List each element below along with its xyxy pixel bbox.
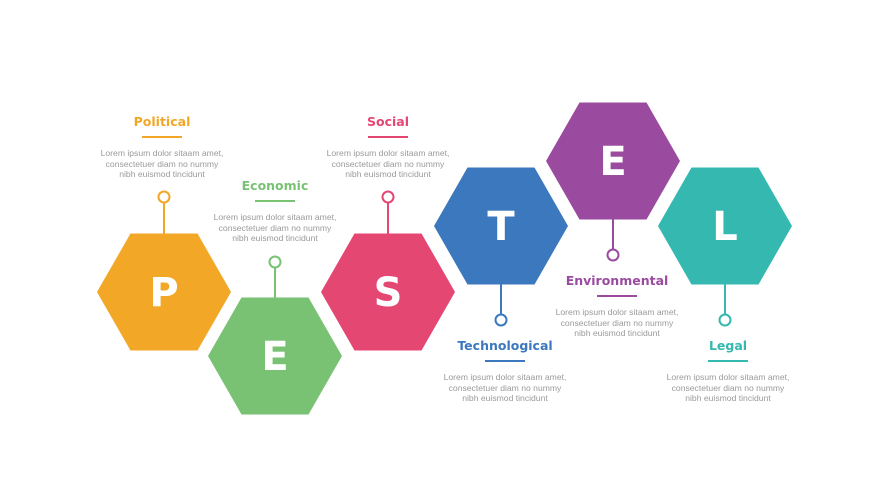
economic-description: Lorem ipsum dolor sitaam amet, consectet…	[195, 212, 355, 244]
description-line: Lorem ipsum dolor sitaam amet,	[666, 372, 790, 382]
description-line: consectetuer diam no nummy	[105, 158, 219, 169]
political-title: Political	[133, 114, 191, 129]
environmental-connector-dot	[606, 248, 620, 262]
legal-connector-dot	[718, 313, 732, 327]
technological-text-block: Technological Lorem ipsum dolor sitaam a…	[425, 338, 585, 404]
legal-underline	[708, 360, 748, 362]
technological-underline	[485, 360, 525, 362]
environmental-hexagon	[546, 102, 680, 220]
social-underline	[368, 136, 408, 138]
economic-title: Economic	[241, 178, 309, 193]
legal-title: Legal	[708, 338, 748, 353]
economic-underline	[255, 200, 295, 202]
social-text-block: Social Lorem ipsum dolor sitaam amet, co…	[308, 114, 468, 180]
description-line: consectetuer diam no nummy	[560, 317, 674, 328]
legal-text-block: Legal Lorem ipsum dolor sitaam amet, con…	[648, 338, 808, 404]
technological-hexagon	[434, 167, 568, 285]
description-line: nibh euismod tincidunt	[345, 169, 431, 179]
technological-title: Technological	[457, 338, 553, 353]
description-line: consectetuer diam no nummy	[218, 222, 332, 233]
technological-connector-dot	[494, 313, 508, 327]
description-line: nibh euismod tincidunt	[462, 393, 548, 403]
legal-description: Lorem ipsum dolor sitaam amet, consectet…	[648, 372, 808, 404]
description-line: Lorem ipsum dolor sitaam amet,	[443, 372, 567, 382]
environmental-description: Lorem ipsum dolor sitaam amet, consectet…	[537, 307, 697, 339]
description-line: nibh euismod tincidunt	[574, 328, 660, 338]
political-text-block: Political Lorem ipsum dolor sitaam amet,…	[82, 114, 242, 180]
technological-description: Lorem ipsum dolor sitaam amet, consectet…	[425, 372, 585, 404]
environmental-text-block: Environmental Lorem ipsum dolor sitaam a…	[537, 273, 697, 339]
social-title: Social	[366, 114, 409, 129]
political-hexagon	[97, 233, 231, 351]
description-line: consectetuer diam no nummy	[331, 158, 445, 169]
economic-letter: E	[261, 334, 288, 380]
legal-hexagon	[658, 167, 792, 285]
political-connector-dot	[157, 190, 171, 204]
political-letter: P	[149, 270, 178, 316]
economic-hexagon	[208, 297, 342, 415]
description-line: nibh euismod tincidunt	[232, 233, 318, 243]
social-letter: S	[374, 270, 403, 316]
social-hexagon	[321, 233, 455, 351]
political-description: Lorem ipsum dolor sitaam amet, consectet…	[82, 148, 242, 180]
technological-letter: T	[487, 204, 515, 250]
description-line: consectetuer diam no nummy	[671, 382, 785, 393]
description-line: Lorem ipsum dolor sitaam amet,	[555, 307, 679, 317]
political-underline	[142, 136, 182, 138]
description-line: nibh euismod tincidunt	[685, 393, 771, 403]
economic-text-block: Economic Lorem ipsum dolor sitaam amet, …	[195, 178, 355, 244]
social-connector-dot	[381, 190, 395, 204]
environmental-letter: E	[599, 139, 626, 185]
description-line: Lorem ipsum dolor sitaam amet,	[326, 148, 450, 158]
description-line: nibh euismod tincidunt	[119, 169, 205, 179]
legal-letter: L	[712, 204, 738, 250]
description-line: consectetuer diam no nummy	[448, 382, 562, 393]
social-description: Lorem ipsum dolor sitaam amet, consectet…	[308, 148, 468, 180]
description-line: Lorem ipsum dolor sitaam amet,	[100, 148, 224, 158]
environmental-title: Environmental	[565, 273, 669, 288]
description-line: Lorem ipsum dolor sitaam amet,	[213, 212, 337, 222]
environmental-underline	[597, 295, 637, 297]
economic-connector-dot	[268, 255, 282, 269]
